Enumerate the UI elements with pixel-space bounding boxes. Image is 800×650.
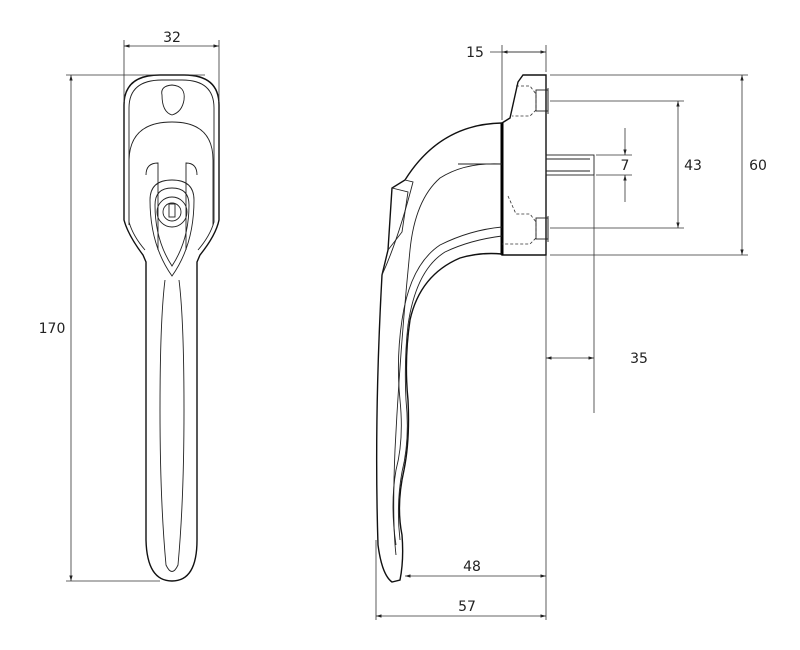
side-handle-outline [375,122,503,583]
dimension-spindle: 7 [621,158,630,174]
front-view: 32 170 [39,30,220,582]
front-dimensions: 32 170 [39,30,220,582]
dimension-base-height: 60 [749,158,767,174]
front-handle-outline [123,74,220,582]
dimension-lever-reach: 48 [463,559,481,575]
side-dimensions: 15 7 43 60 35 48 57 [375,45,767,620]
dimension-height: 170 [39,321,66,337]
spindle [545,154,595,176]
dimension-total-depth: 57 [458,599,476,615]
dimension-base-depth: 15 [466,45,484,61]
screw-bottom [502,195,549,245]
screw-top [512,85,549,117]
dimension-width: 32 [163,30,181,46]
dimension-spindle-length: 35 [630,351,648,367]
side-view: 15 7 43 60 35 48 57 [375,45,767,620]
dimension-screw-spacing: 43 [684,158,702,174]
